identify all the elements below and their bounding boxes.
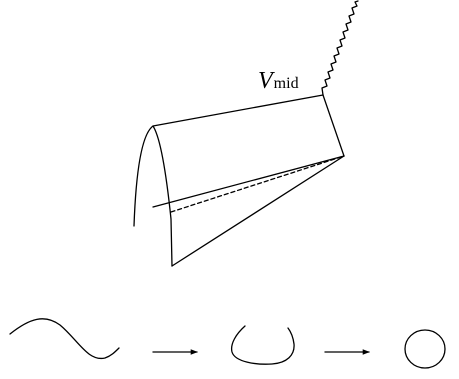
closed-string-loop (404, 329, 446, 369)
folded-surface (133, 94, 345, 267)
surface-hidden-edge (170, 155, 345, 213)
bent-string-curve (230, 325, 295, 365)
emission-wavy-line (321, 0, 359, 96)
string-sequence (9, 318, 446, 369)
vertex-label: Vmid (258, 68, 299, 94)
open-string-curve (9, 318, 120, 360)
vertex-label-symbol: V (258, 68, 275, 94)
vertex-label-subscript: mid (274, 75, 299, 92)
surface-top-edge (152, 94, 324, 127)
surface-right-edge (322, 94, 345, 157)
surface-front-arch (133, 125, 173, 267)
surface-upper-fold-edge (152, 155, 345, 208)
surface-lower-edge (171, 155, 345, 267)
